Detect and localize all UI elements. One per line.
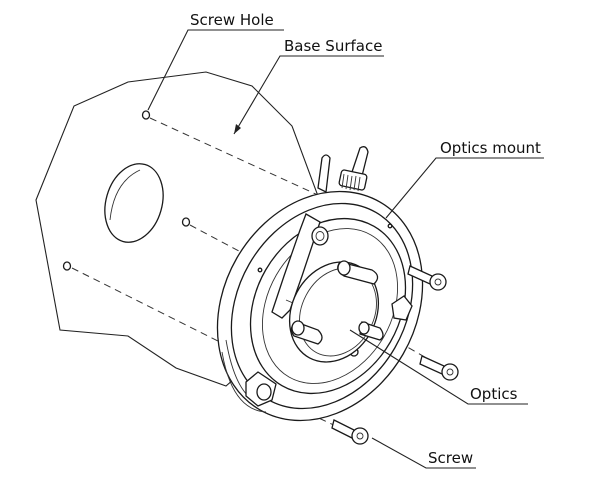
label-base-surface: Base Surface (284, 37, 382, 55)
leader-base-surface (233, 55, 384, 135)
base-plate-aperture (104, 163, 164, 243)
leader-screw (371, 437, 476, 469)
screw-right-upper (407, 265, 447, 291)
optics-lens (288, 260, 384, 363)
screw-bottom (331, 419, 369, 445)
label-optics-mount: Optics mount (440, 139, 541, 157)
leader-screw-hole (147, 29, 284, 111)
base-screw-holes (62, 110, 191, 271)
leader-optics (349, 329, 528, 405)
label-screw: Screw (428, 449, 473, 467)
adjuster-posts (317, 146, 369, 193)
label-screw-hole: Screw Hole (190, 11, 274, 29)
leader-optics-mount (385, 157, 544, 219)
label-optics: Optics (470, 385, 518, 403)
screw-right-lower (419, 355, 459, 381)
